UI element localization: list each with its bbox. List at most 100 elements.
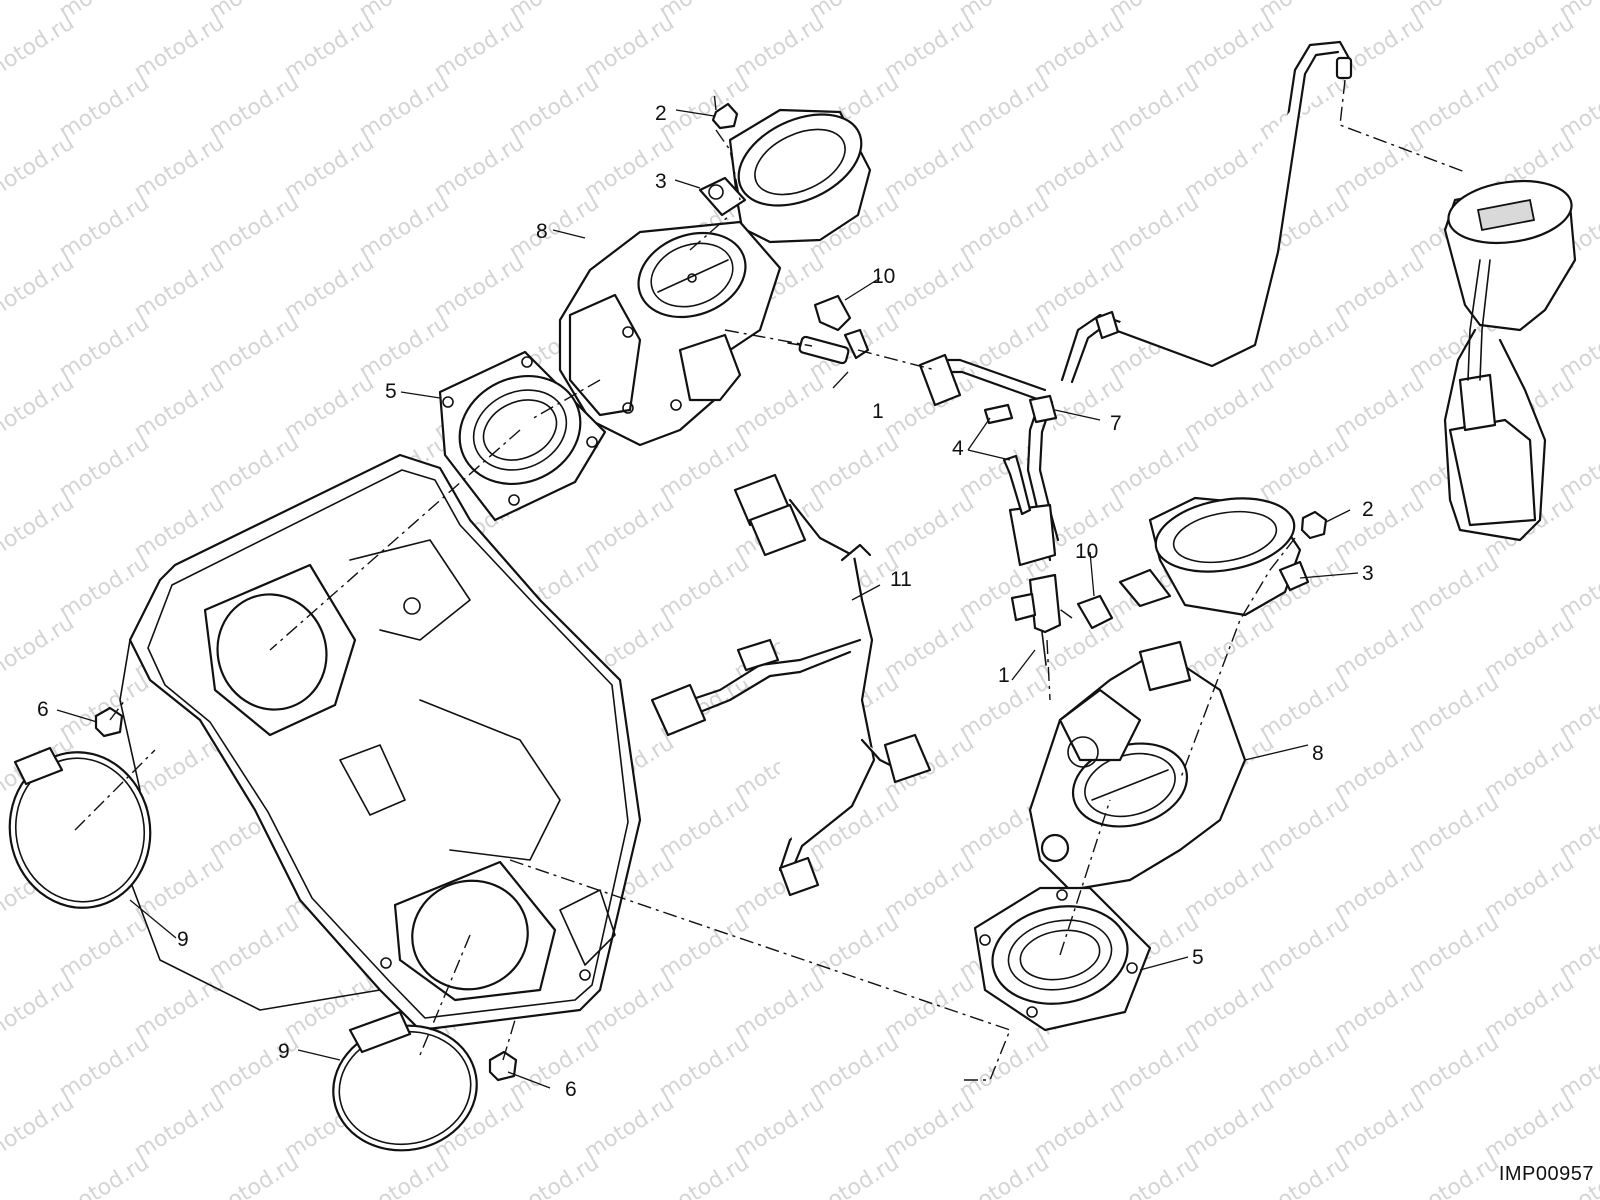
watermark-text: motod.ru bbox=[280, 250, 379, 325]
watermark-text: motod.ru bbox=[1330, 490, 1429, 565]
callout-2-upper: 2 bbox=[655, 102, 667, 125]
watermark-text: motod.ru bbox=[1480, 850, 1579, 925]
watermark-text: motod.ru bbox=[880, 850, 979, 925]
watermark-text: motod.ru bbox=[880, 970, 979, 1045]
watermark-text: motod.ru bbox=[55, 430, 154, 505]
watermark-text: motod.ru bbox=[55, 70, 154, 145]
watermark-text: motod.ru bbox=[280, 10, 379, 85]
watermark-text: motod.ru bbox=[655, 1030, 754, 1105]
watermark-text: motod.ru bbox=[1255, 1150, 1354, 1200]
watermark-text: motod.ru bbox=[805, 1030, 904, 1105]
watermark-text: motod.ru bbox=[1480, 10, 1579, 85]
callout-10-upper: 10 bbox=[872, 265, 895, 288]
watermark-text: motod.ru bbox=[1480, 970, 1579, 1045]
callout-7: 7 bbox=[1110, 412, 1122, 435]
watermark-text: motod.ru bbox=[1255, 1030, 1354, 1105]
watermark-text: motod.ru bbox=[0, 430, 4, 505]
watermark-text: motod.ru bbox=[1105, 70, 1204, 145]
callout-11: 11 bbox=[890, 568, 912, 591]
airbox-housing bbox=[119, 453, 642, 1032]
watermark-text: motod.ru bbox=[0, 550, 4, 625]
watermark-text: motod.ru bbox=[430, 250, 529, 325]
watermark-text: motod.ru bbox=[430, 10, 529, 85]
watermark-text: motod.ru bbox=[205, 1150, 304, 1200]
watermark-text: motod.ru bbox=[0, 910, 4, 985]
watermark-text: motod.ru bbox=[0, 790, 4, 865]
watermark-text: motod.ru bbox=[0, 1090, 79, 1165]
watermark-text: motod.ru bbox=[730, 970, 829, 1045]
callout-10-lower: 10 bbox=[1075, 540, 1098, 563]
watermark-text: motod.ru bbox=[0, 490, 79, 565]
watermark-text: motod.ru bbox=[1330, 1090, 1429, 1165]
leader-lines bbox=[56, 109, 1359, 1089]
watermark-text: motod.ru bbox=[0, 670, 4, 745]
watermark-text: motod.ru bbox=[655, 1150, 754, 1200]
watermark-text: motod.ru bbox=[1405, 790, 1504, 865]
watermark-text: motod.ru bbox=[1180, 370, 1279, 445]
watermark-text: motod.ru bbox=[1255, 790, 1354, 865]
watermark-text: motod.ru bbox=[1030, 10, 1129, 85]
watermark-text: motod.ru bbox=[55, 910, 154, 985]
retaining-clip-lower bbox=[1076, 594, 1114, 630]
diagram-reference-code: IMP00957 bbox=[1498, 1163, 1594, 1185]
watermark-text: motod.ru bbox=[1180, 10, 1279, 85]
watermark-text: motod.ru bbox=[1330, 130, 1429, 205]
watermark-text: motod.ru bbox=[1330, 250, 1429, 325]
watermark-text: motod.ru bbox=[1180, 970, 1279, 1045]
watermark-text: motod.ru bbox=[355, 310, 454, 385]
callout-3-upper: 3 bbox=[655, 170, 667, 193]
callout-9-bottom: 9 bbox=[278, 1040, 290, 1063]
centerlines bbox=[74, 79, 1466, 1081]
watermark-text: motod.ru bbox=[130, 1090, 229, 1165]
watermark-text: motod.ru bbox=[205, 310, 304, 385]
watermark-text: motod.ru bbox=[0, 250, 79, 325]
callout-5-upper: 5 bbox=[385, 380, 397, 403]
watermark-text: motod.ru bbox=[880, 610, 979, 685]
callout-5-lower: 5 bbox=[1192, 946, 1204, 969]
watermark-text: motod.ru bbox=[1030, 130, 1129, 205]
watermark-text: motod.ru bbox=[955, 190, 1054, 265]
watermark-text: motod.ru bbox=[1330, 970, 1429, 1045]
watermark-text: motod.ru bbox=[280, 130, 379, 205]
watermark-text: motod.ru bbox=[655, 790, 754, 865]
watermark-text: motod.ru bbox=[205, 190, 304, 265]
watermark-text: motod.ru bbox=[430, 130, 529, 205]
callout-8-lower: 8 bbox=[1312, 742, 1324, 765]
watermark-text: motod.ru bbox=[1480, 730, 1579, 805]
watermark-text: motod.ru bbox=[580, 490, 679, 565]
watermark-text: motod.ru bbox=[0, 310, 4, 385]
watermark-text: motod.ru bbox=[1405, 550, 1504, 625]
watermark-text: motod.ru bbox=[1330, 610, 1429, 685]
watermark-text: motod.ru bbox=[130, 970, 229, 1045]
watermark-text: motod.ru bbox=[0, 970, 79, 1045]
watermark-text: motod.ru bbox=[1030, 1090, 1129, 1165]
watermark-text: motod.ru bbox=[55, 310, 154, 385]
throttle-position-sensor-upper bbox=[787, 328, 870, 365]
watermark-text: motod.ru bbox=[505, 70, 604, 145]
watermark-text: motod.ru bbox=[505, 190, 604, 265]
callout-8-upper: 8 bbox=[536, 220, 548, 243]
watermark-text: motod.ru bbox=[880, 10, 979, 85]
watermark-text: motod.ru bbox=[355, 190, 454, 265]
watermark-text: motod.ru bbox=[355, 1150, 454, 1200]
watermark-text: motod.ru bbox=[880, 130, 979, 205]
watermark-text: motod.ru bbox=[355, 70, 454, 145]
watermark-text: motod.ru bbox=[205, 430, 304, 505]
watermark-text: motod.ru bbox=[655, 910, 754, 985]
watermark-text: motod.ru bbox=[0, 130, 79, 205]
wiring-harness bbox=[650, 473, 932, 897]
watermark-text: motod.ru bbox=[1405, 70, 1504, 145]
watermark-text: motod.ru bbox=[0, 610, 79, 685]
watermark-text: motod.ru bbox=[280, 370, 379, 445]
bolts-center bbox=[983, 403, 1032, 516]
watermark-text: motod.ru bbox=[55, 550, 154, 625]
watermark-text: motod.ru bbox=[55, 1150, 154, 1200]
screw-bottom bbox=[488, 1050, 518, 1082]
watermark-text: motod.ru bbox=[1255, 310, 1354, 385]
intake-duct-right bbox=[1118, 496, 1310, 617]
watermark-text: motod.ru bbox=[655, 550, 754, 625]
callout-9-left: 9 bbox=[177, 928, 189, 951]
watermark-text: motod.ru bbox=[1105, 1150, 1204, 1200]
watermark-text: motod.ru bbox=[580, 1090, 679, 1165]
watermark-text: motod.ru bbox=[1405, 1150, 1504, 1200]
